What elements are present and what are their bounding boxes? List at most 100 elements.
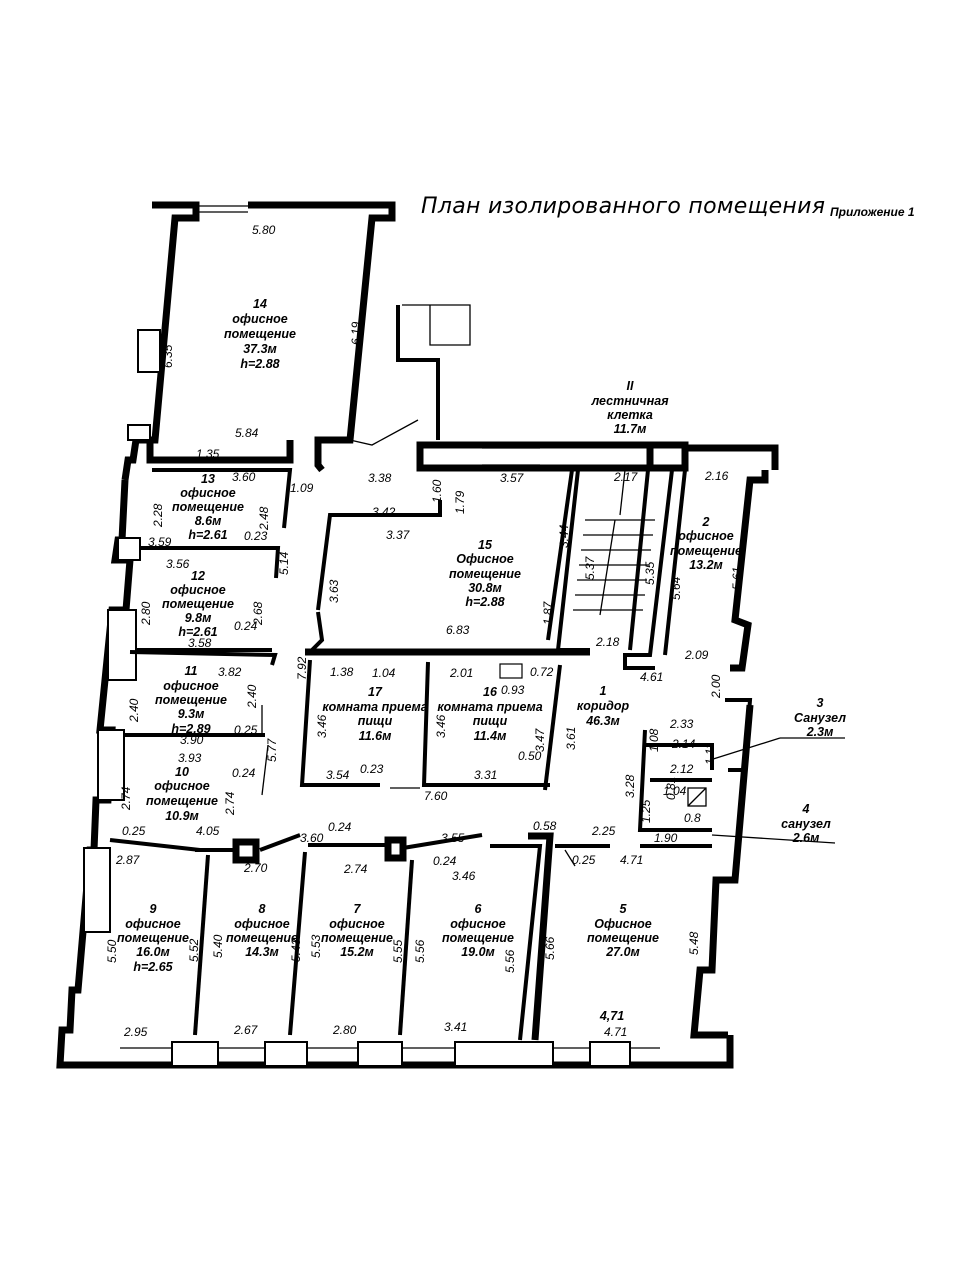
dim-label: 3.41 xyxy=(444,1020,467,1034)
dim-label: 7.60 xyxy=(424,789,448,803)
dim-label: 3.56 xyxy=(166,557,190,571)
dim-label: 0.72 xyxy=(530,665,554,679)
dim-label: 0.8 xyxy=(684,811,701,825)
dim-label: 2.68 xyxy=(251,601,265,626)
dim-label: 0.58 xyxy=(533,819,557,833)
dim-label: 1.25 xyxy=(639,799,653,823)
dim-label: 5.64 xyxy=(669,576,683,600)
dim-label: 4.05 xyxy=(196,824,220,838)
dim-label: 3.42 xyxy=(372,505,396,519)
dim-label: 0.25 xyxy=(122,824,146,838)
dim-label: 0.24 xyxy=(234,619,258,633)
dim-label: 5.80 xyxy=(252,223,276,237)
dim-label: 2.25 xyxy=(591,824,616,838)
dim-label: 5.77 xyxy=(265,737,279,762)
dim-label: 5.37 xyxy=(583,555,597,580)
dim-label: 3.54 xyxy=(326,768,350,782)
dim-label: 0.25 xyxy=(234,723,258,737)
dim-label: 3.38 xyxy=(368,471,392,485)
dim-label: 5.40 xyxy=(211,934,225,958)
dim-label: 2.80 xyxy=(332,1023,357,1037)
dim-label: 6.35 xyxy=(161,344,175,368)
dim-label: 3.46 xyxy=(452,869,476,883)
dim-label: 5.56 xyxy=(503,949,517,973)
dim-label: 1.79 xyxy=(453,490,467,514)
dim-label: 3.57 xyxy=(500,471,525,485)
dim-label: 3.28 xyxy=(623,774,637,798)
dim-label: 3.90 xyxy=(180,733,204,747)
dim-label: 2.14 xyxy=(671,737,696,751)
dim-label: 2.80 xyxy=(139,601,153,626)
dim-label: 3.61 xyxy=(564,727,578,750)
dim-label: 3.63 xyxy=(327,579,341,603)
dim-label: 3.47 xyxy=(533,727,547,752)
extra-label-471: 4,71 xyxy=(599,1009,624,1023)
dim-label: 3.37 xyxy=(386,528,411,542)
dim-label: 5.55 xyxy=(391,939,405,963)
dim-label: 2.28 xyxy=(151,503,165,528)
dim-label: 3.46 xyxy=(315,714,329,738)
dim-label: 3.46 xyxy=(434,714,448,738)
dim-label: 2.33 xyxy=(669,717,694,731)
dim-label: 2.74 xyxy=(223,791,237,816)
dim-label: 5.52 xyxy=(187,938,201,962)
dim-label: 1.11 xyxy=(703,743,717,765)
dim-label: 3.31 xyxy=(474,768,497,782)
dim-label: 0.93 xyxy=(501,683,525,697)
dim-label: 4.71 xyxy=(604,1025,627,1039)
dim-label: 1.08 xyxy=(647,728,661,752)
dim-label: 3.60 xyxy=(300,831,324,845)
dim-label: 3.44 xyxy=(557,524,571,548)
dim-label: 1.09 xyxy=(290,481,314,495)
dim-label: 2.48 xyxy=(257,506,271,531)
dim-label: 0.24 xyxy=(232,766,256,780)
plan-title: План изолированного помещения xyxy=(421,194,826,219)
dim-label: 2.74 xyxy=(343,862,368,876)
dim-label: 0.23 xyxy=(360,762,384,776)
dim-label: 2.74 xyxy=(119,786,133,811)
dim-label: 0.23 xyxy=(244,529,268,543)
dim-label: 5.50 xyxy=(105,939,119,963)
dim-label: 2.12 xyxy=(669,762,694,776)
dim-label: 2.40 xyxy=(245,684,259,709)
dimension-labels: 5.80 6.35 6.19 1.35 5.84 3.60 1.09 3.38 … xyxy=(105,223,744,1039)
dim-label: 5.48 xyxy=(687,931,701,955)
dim-label: 2.87 xyxy=(115,853,141,867)
dim-label: 5.14 xyxy=(277,551,291,575)
dim-label: 6.83 xyxy=(446,623,470,637)
dim-label: 5.84 xyxy=(235,426,259,440)
dim-label: 0.81 xyxy=(664,777,678,800)
dim-label: 5.35 xyxy=(643,561,657,585)
walls xyxy=(56,201,845,1069)
dim-label: 3.60 xyxy=(232,470,256,484)
dim-label: 0.50 xyxy=(518,749,542,763)
dim-label: 0.25 xyxy=(572,853,596,867)
dim-label: 1.60 xyxy=(430,479,444,503)
dim-label: 5.66 xyxy=(543,936,557,960)
dim-label: 1.04 xyxy=(663,784,687,798)
dim-label: 2.01 xyxy=(449,666,473,680)
dim-label: 4.71 xyxy=(620,853,643,867)
dim-label: 2.95 xyxy=(123,1025,148,1039)
dim-label: 7.92 xyxy=(295,656,309,680)
dim-label: 0.24 xyxy=(433,854,457,868)
